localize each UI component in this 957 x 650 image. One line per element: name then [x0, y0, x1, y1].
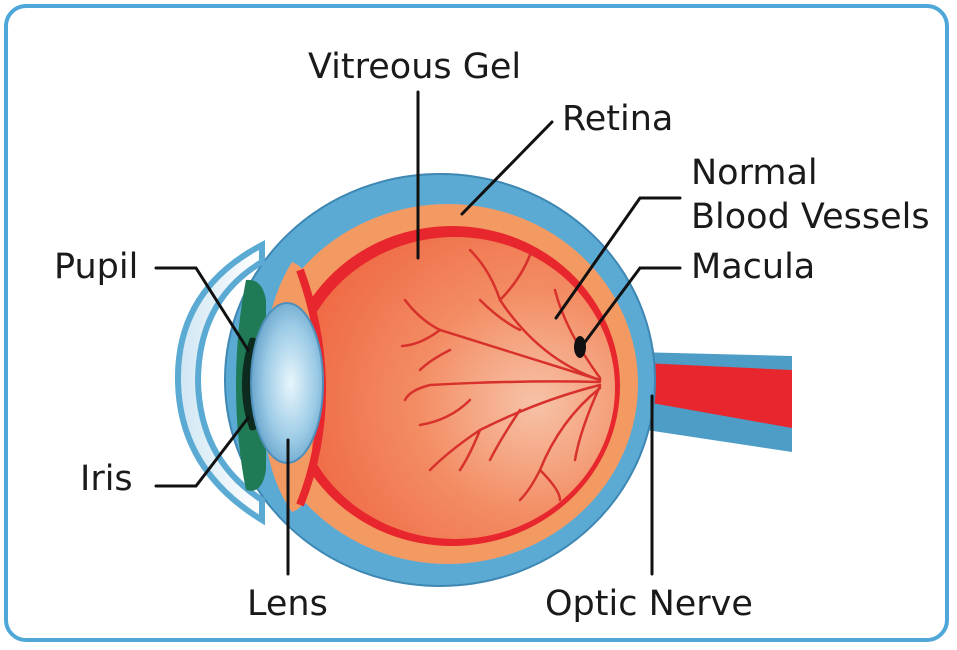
- label-vitreous-gel: Vitreous Gel: [308, 50, 521, 85]
- label-optic-nerve: Optic Nerve: [545, 587, 753, 622]
- label-normal-blood-vessels-line1: Normal: [691, 156, 818, 191]
- label-iris: Iris: [80, 462, 133, 497]
- macula: [574, 336, 586, 358]
- label-normal-blood-vessels-line2: Blood Vessels: [691, 200, 930, 235]
- vitreous-body: [295, 237, 615, 539]
- label-macula: Macula: [691, 250, 815, 285]
- label-pupil: Pupil: [54, 250, 138, 285]
- label-lens: Lens: [247, 587, 328, 622]
- label-retina: Retina: [562, 102, 673, 137]
